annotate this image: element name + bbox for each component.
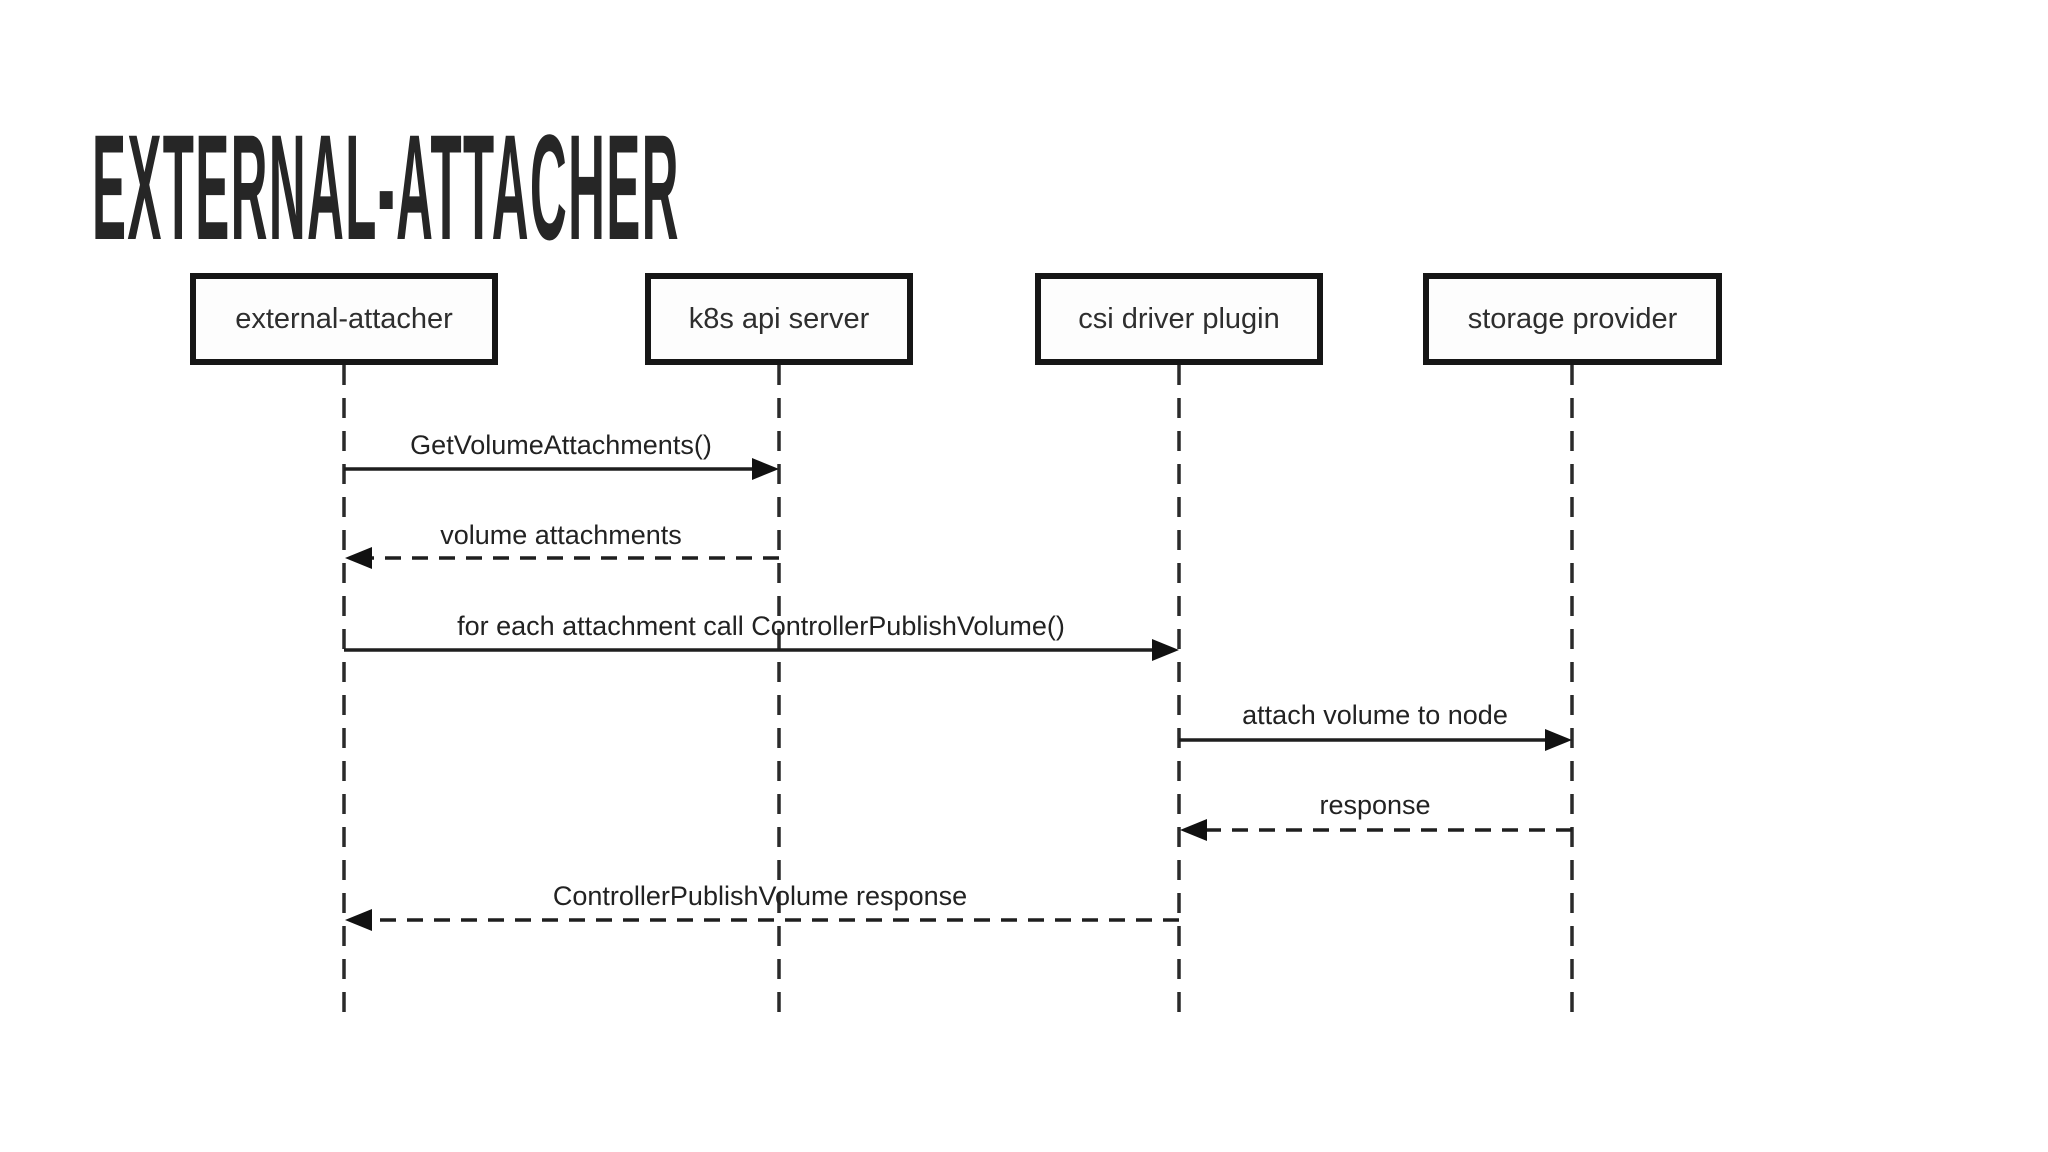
arrowhead-left-icon bbox=[1180, 819, 1207, 841]
message-label-volume-attachments: volume attachments bbox=[440, 520, 682, 550]
participant-storage-provider: storage provider bbox=[1423, 273, 1722, 365]
message-label-attach-volume-to-node: attach volume to node bbox=[1242, 700, 1508, 730]
message-label-controller-publish-volume-response: ControllerPublishVolume response bbox=[552, 881, 968, 911]
message-arrow-response bbox=[1180, 819, 1572, 841]
participant-label: storage provider bbox=[1467, 302, 1678, 335]
arrowhead-left-icon bbox=[345, 909, 372, 931]
message-arrow-get-volume-attachments bbox=[344, 458, 779, 480]
participant-label: csi driver plugin bbox=[1078, 302, 1280, 335]
message-label-get-volume-attachments: GetVolumeAttachments() bbox=[410, 430, 712, 460]
participant-external-attacher: external-attacher bbox=[190, 273, 498, 365]
arrowhead-right-icon bbox=[1545, 729, 1572, 751]
participant-label: k8s api server bbox=[688, 302, 870, 335]
message-arrow-volume-attachments bbox=[345, 547, 779, 569]
message-arrow-controller-publish-volume-response bbox=[345, 909, 1179, 931]
arrowhead-left-icon bbox=[345, 547, 372, 569]
arrowhead-right-icon bbox=[1152, 639, 1179, 661]
message-label-response: response bbox=[1319, 790, 1431, 820]
arrowhead-right-icon bbox=[752, 458, 779, 480]
participant-k8s-api-server: k8s api server bbox=[645, 273, 913, 365]
diagram-title: EXTERNAL-ATTACHER bbox=[92, 103, 680, 271]
participant-csi-driver-plugin: csi driver plugin bbox=[1035, 273, 1323, 365]
participant-label: external-attacher bbox=[235, 302, 453, 335]
message-arrow-attach-volume-to-node bbox=[1179, 729, 1572, 751]
message-label-controller-publish-volume-call: for each attachment call ControllerPubli… bbox=[457, 611, 1065, 641]
message-arrow-controller-publish-volume-call bbox=[344, 639, 1179, 661]
